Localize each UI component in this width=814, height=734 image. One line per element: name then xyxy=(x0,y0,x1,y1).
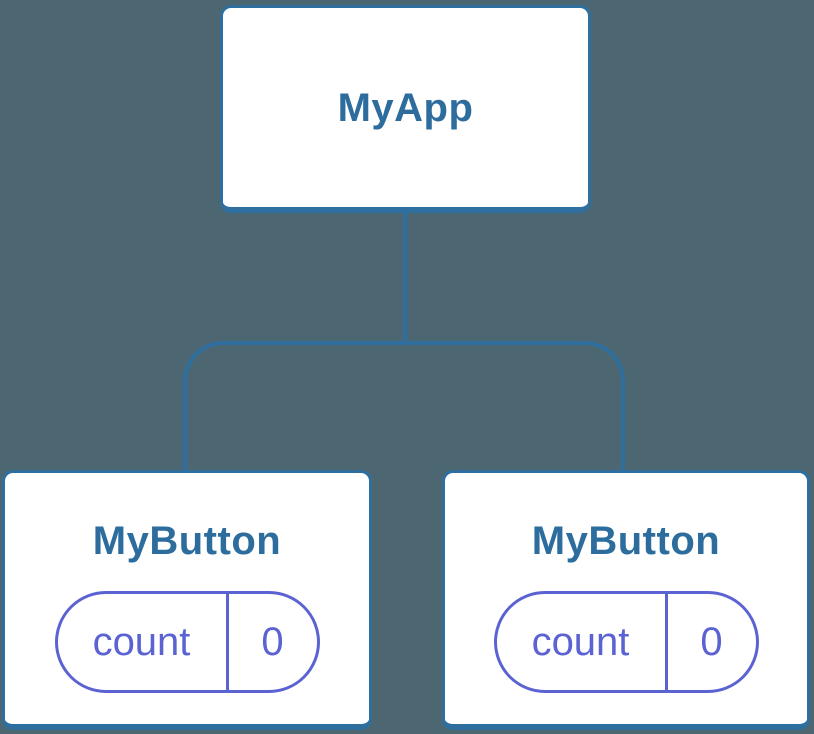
component-node-mybutton-right: MyButton count 0 xyxy=(442,470,810,730)
state-key-label: count xyxy=(531,619,630,664)
component-node-mybutton-left: MyButton count 0 xyxy=(2,470,372,730)
component-title-mybutton-left: MyButton xyxy=(92,519,282,563)
state-value: 0 xyxy=(700,619,723,664)
state-key-cell: count xyxy=(58,594,229,690)
state-key-cell: count xyxy=(497,594,668,690)
component-title-mybutton-right: MyButton xyxy=(531,519,721,563)
state-value: 0 xyxy=(261,619,284,664)
state-key-label: count xyxy=(92,619,191,664)
component-title-myapp: MyApp xyxy=(337,85,474,130)
connector-bracket xyxy=(183,341,625,470)
state-pill-left: count 0 xyxy=(54,591,320,693)
state-value-cell: 0 xyxy=(229,594,317,690)
state-value-cell: 0 xyxy=(668,594,756,690)
state-pill-right: count 0 xyxy=(493,591,759,693)
component-node-myapp: MyApp xyxy=(220,5,591,213)
connector-stem xyxy=(403,210,407,343)
